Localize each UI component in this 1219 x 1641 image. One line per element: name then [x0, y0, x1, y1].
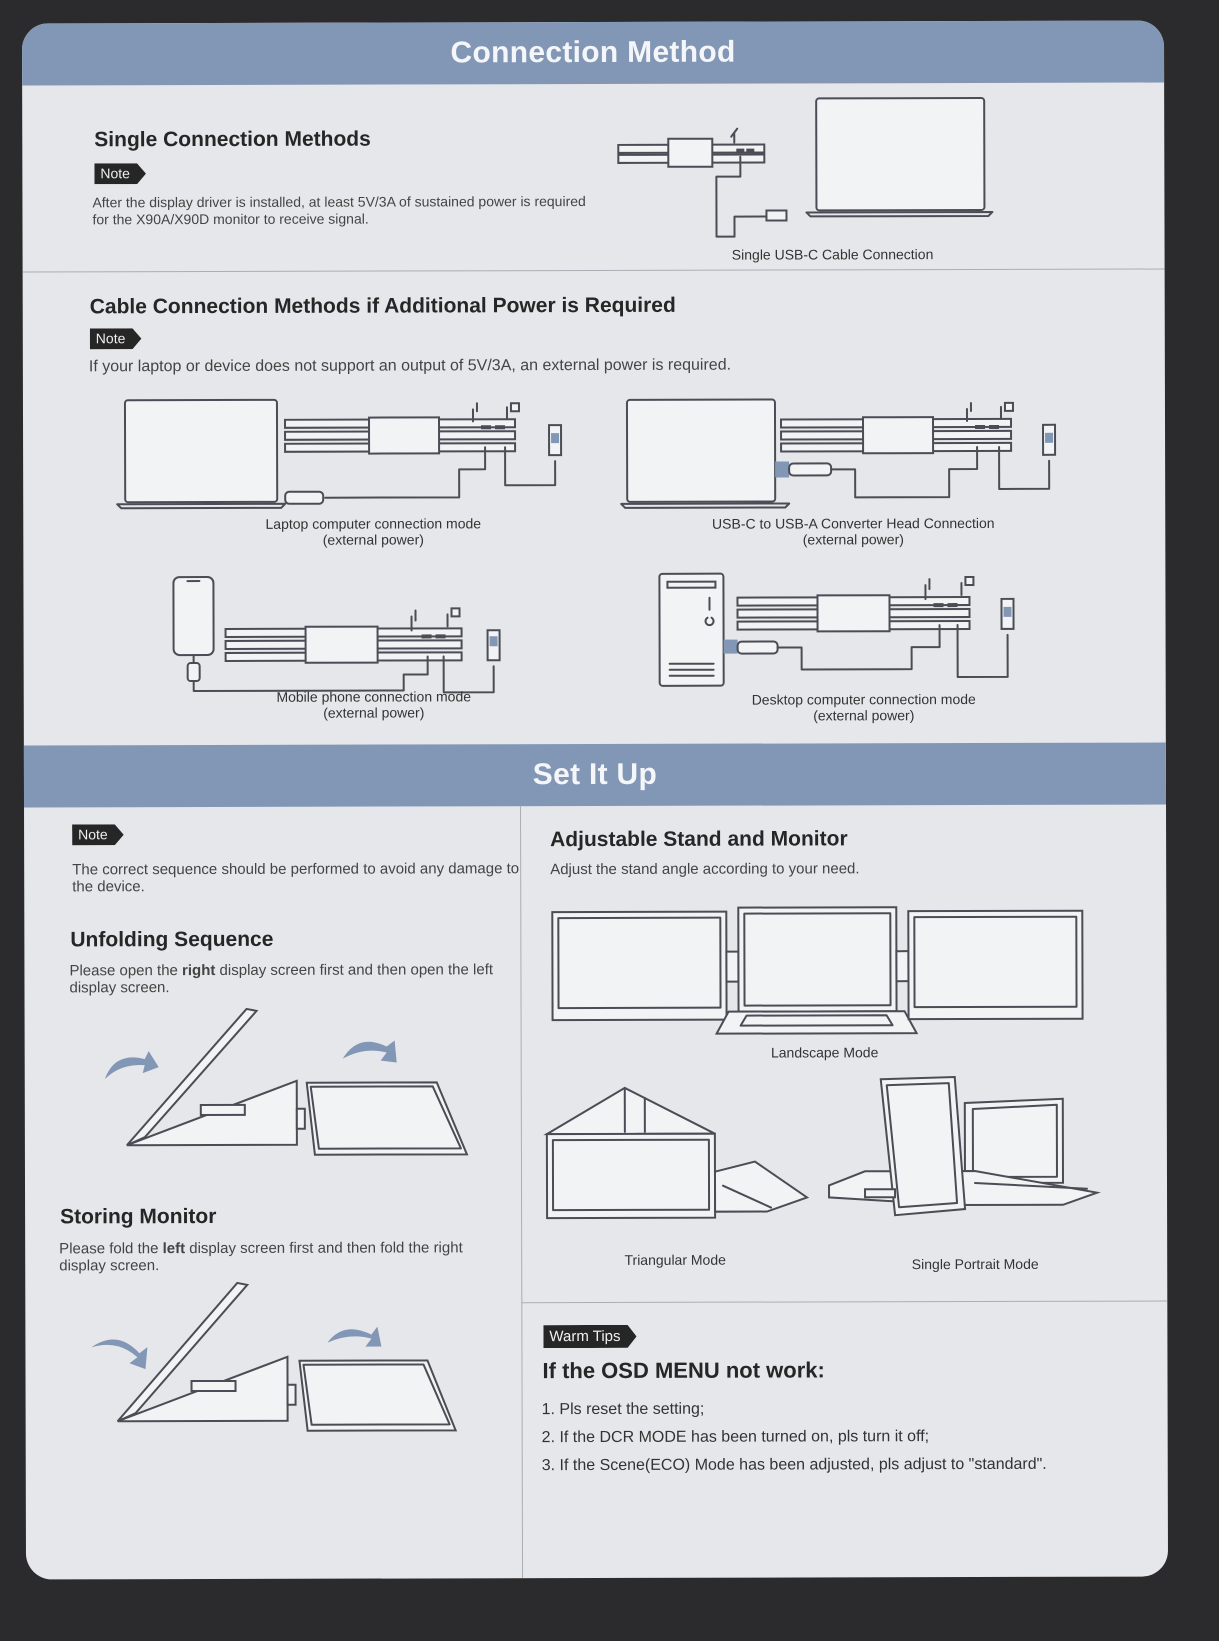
triangular-caption: Triangular Mode	[624, 1251, 726, 1268]
list-item: 3. If the Scene(ECO) Mode has been adjus…	[541, 1455, 1047, 1475]
section-divider	[521, 1300, 1168, 1304]
mobile-mode-illustration	[172, 576, 501, 694]
portrait-caption: Single Portrait Mode	[911, 1255, 1039, 1273]
set-it-up-banner: Set It Up	[23, 742, 1167, 808]
osd-tips-list: 1. Pls reset the setting; 2. If the DCR …	[542, 1395, 1047, 1480]
warm-tips-badge: Warm Tips	[543, 1325, 636, 1348]
stand-text: Adjust the stand angle according to your…	[550, 860, 860, 879]
single-note-text: After the display driver is installed, a…	[92, 193, 586, 228]
single-usbc-caption: Single USB-C Cable Connection	[731, 246, 934, 263]
single-connection-title: Single Connection Methods	[94, 127, 371, 152]
caption-line2: (external power)	[813, 707, 915, 724]
usb-converter-illustration	[620, 398, 1057, 509]
portrait-mode-illustration	[828, 1076, 1101, 1217]
banner-title: Connection Method	[450, 35, 736, 70]
text-bold: left	[162, 1240, 186, 1258]
landscape-caption: Landscape Mode	[770, 1044, 879, 1061]
usb-converter-caption: USB-C to USB-A Converter Head Connection…	[673, 515, 1033, 548]
text-bold: right	[182, 961, 216, 980]
single-usbc-illustration	[617, 96, 994, 238]
unfolding-illustration	[104, 1007, 469, 1156]
banner-title: Set It Up	[532, 757, 658, 792]
storing-text: Please fold the left display screen firs…	[59, 1239, 499, 1274]
caption-line1: Mobile phone connection mode	[276, 688, 472, 705]
caption-line2: (external power)	[802, 531, 904, 548]
setup-note-text: The correct sequence should be performed…	[72, 860, 520, 896]
unfolding-text: Please open the right display screen fir…	[69, 961, 499, 996]
storing-illustration	[91, 1281, 458, 1432]
manual-page: Connection Method Single Connection Meth…	[21, 20, 1169, 1580]
section-divider	[22, 268, 1165, 273]
caption-line1: USB-C to USB-A Converter Head Connection	[712, 514, 995, 532]
landscape-mode-illustration	[551, 906, 1084, 1035]
storing-title: Storing Monitor	[60, 1204, 217, 1229]
text-pre: Please fold the	[59, 1240, 163, 1258]
mobile-mode-caption: Mobile phone connection mode (external p…	[224, 688, 524, 721]
additional-note-text: If your laptop or device does not suppor…	[88, 356, 732, 376]
osd-tips-title: If the OSD MENU not work:	[542, 1357, 825, 1384]
additional-power-title: Cable Connection Methods if Additional P…	[89, 293, 676, 319]
caption-line1: Desktop computer connection mode	[751, 691, 976, 708]
note-badge: Note	[94, 163, 146, 184]
triangular-mode-illustration	[543, 1086, 810, 1220]
text-pre: Please open the	[69, 962, 183, 980]
laptop-mode-caption: Laptop computer connection mode (externa…	[223, 515, 523, 548]
list-item: 2. If the DCR MODE has been turned on, p…	[541, 1428, 930, 1447]
caption-line1: Laptop computer connection mode	[265, 515, 482, 532]
note-badge: Note	[72, 824, 124, 845]
stand-title: Adjustable Stand and Monitor	[550, 827, 848, 852]
desktop-mode-illustration	[658, 572, 1015, 687]
laptop-mode-illustration	[116, 398, 563, 510]
connection-method-banner: Connection Method	[21, 20, 1165, 86]
note-badge: Note	[90, 328, 142, 349]
caption-line2: (external power)	[323, 704, 425, 721]
list-item: 1. Pls reset the setting;	[541, 1400, 705, 1419]
column-divider	[520, 806, 524, 1579]
caption-line2: (external power)	[322, 531, 424, 548]
desktop-mode-caption: Desktop computer connection mode (extern…	[704, 691, 1024, 724]
unfolding-title: Unfolding Sequence	[70, 927, 274, 952]
